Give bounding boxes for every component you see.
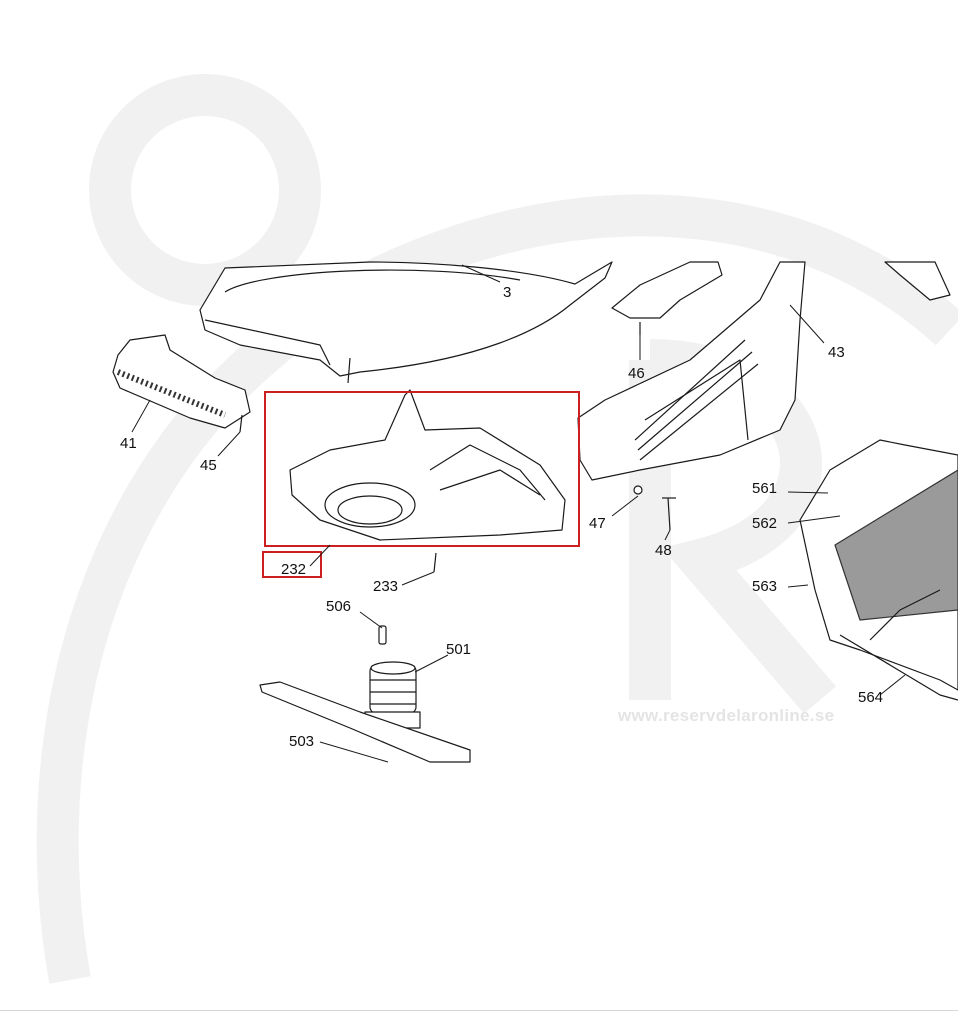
rear-bumper-shape [112, 334, 251, 429]
part-label-43: 43 [828, 344, 845, 361]
part-label-45: 45 [200, 457, 217, 474]
part-label-564: 564 [858, 689, 884, 706]
highlight-label-box-232 [262, 551, 322, 578]
front-housing-shape [577, 261, 806, 481]
part-label-233: 233 [373, 578, 399, 595]
bottom-divider [0, 1010, 958, 1011]
part-label-46: 46 [628, 365, 645, 382]
leader-lines [131, 264, 906, 763]
part-label-48: 48 [655, 542, 672, 559]
bolt-48-shape [667, 497, 671, 531]
deck-cover-shape [199, 261, 613, 377]
part-label-503: 503 [289, 733, 315, 750]
bracket-shape [611, 261, 723, 319]
screw-233-shape [433, 552, 437, 573]
blade-shape [259, 681, 471, 763]
part-label-506: 506 [326, 598, 352, 615]
part-label-562: 562 [752, 515, 778, 532]
pin-506-shape [378, 625, 387, 645]
watermark-url[interactable]: www.reservdelaronline.se [618, 706, 835, 725]
blade-guard-shape [289, 389, 566, 541]
part-label-232: 232 [281, 561, 307, 578]
part-label-501: 501 [446, 641, 472, 658]
part-label-47: 47 [589, 515, 606, 532]
washer-47-shape [633, 485, 643, 495]
highlight-box-232 [264, 391, 580, 547]
part-label-3: 3 [503, 284, 512, 301]
part-label-41: 41 [120, 435, 137, 452]
part-label-561: 561 [752, 480, 778, 497]
part-label-563: 563 [752, 578, 778, 595]
